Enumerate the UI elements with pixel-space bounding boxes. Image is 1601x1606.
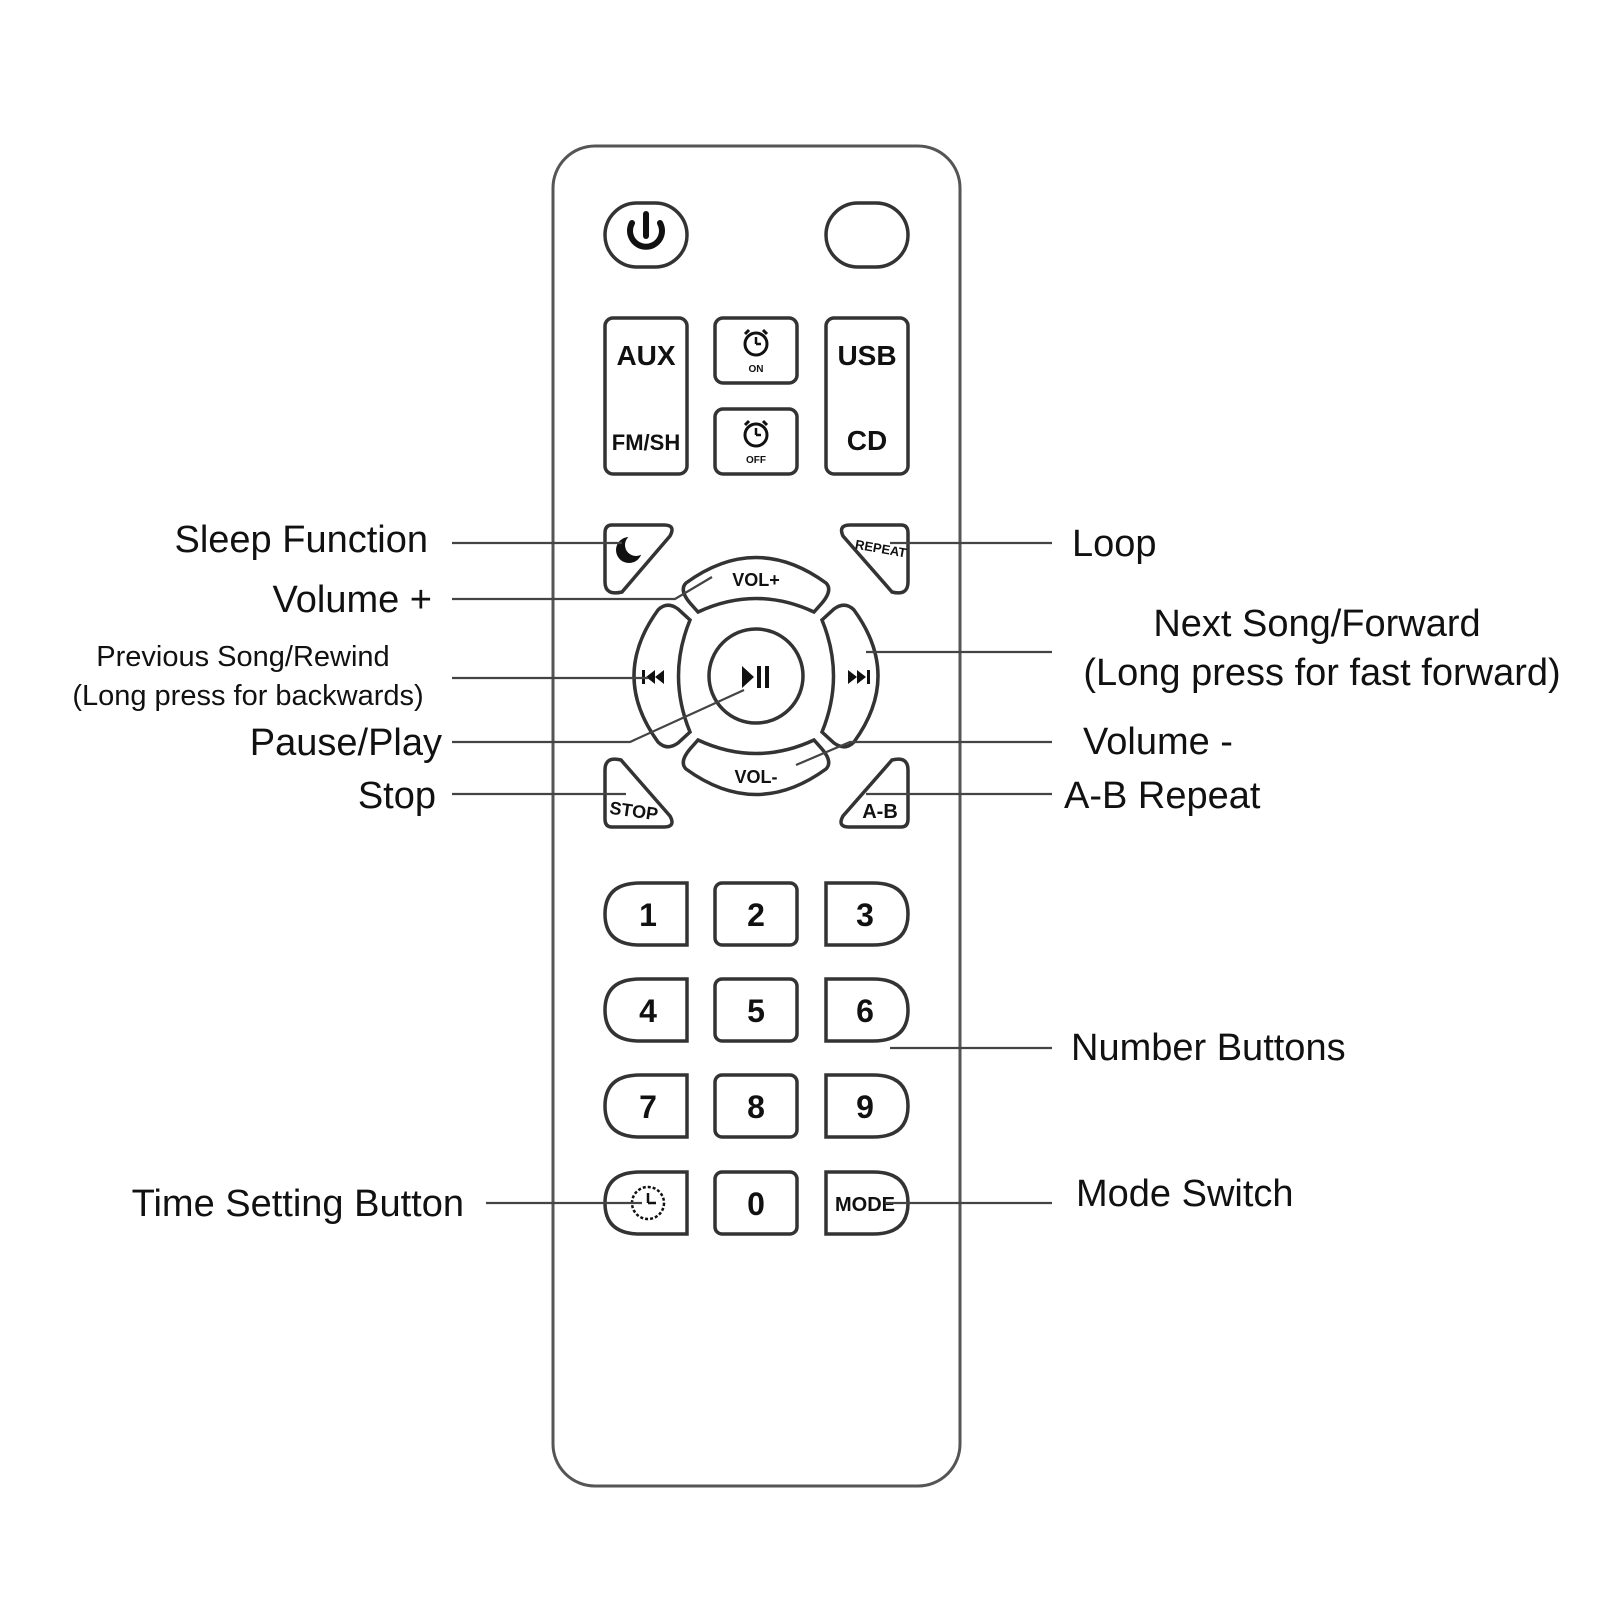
callout-number-buttons: Number Buttons: [1071, 1027, 1346, 1069]
callout-line-volume-plus: [452, 576, 713, 601]
number-key-label: 2: [747, 897, 765, 933]
stop-button[interactable]: STOP: [603, 757, 674, 829]
number-key-0[interactable]: 0: [713, 1170, 799, 1236]
next-button[interactable]: [819, 603, 880, 749]
mode-label: MODE: [835, 1194, 895, 1216]
clock-button[interactable]: [603, 1170, 689, 1236]
alarm-clock-icon: [743, 328, 769, 357]
cd-label: CD: [847, 425, 887, 456]
alarm-off-label: OFF: [746, 455, 766, 466]
alarm-on-label: ON: [749, 364, 764, 375]
number-key-1[interactable]: 1: [603, 881, 689, 947]
callout-line-pause-play: [452, 688, 745, 744]
power-icon: [627, 211, 665, 250]
callout-next-song-line2: (Long press for fast forward): [1083, 652, 1560, 694]
callout-previous-song-line1: Previous Song/Rewind: [96, 641, 389, 673]
callout-ab-repeat: A-B Repeat: [1064, 775, 1261, 817]
vol-plus-label: VOL+: [732, 570, 780, 590]
previous-button[interactable]: [632, 603, 693, 749]
number-key-label: 5: [747, 993, 765, 1029]
number-key-label: 0: [747, 1186, 765, 1222]
number-key-2[interactable]: 2: [713, 881, 799, 947]
vol-minus-label: VOL-: [735, 767, 778, 787]
callout-sleep-function: Sleep Function: [175, 519, 429, 561]
callout-previous-song-line2: (Long press for backwards): [72, 680, 423, 712]
mode-button[interactable]: MODE: [824, 1170, 910, 1236]
blank-button[interactable]: [824, 201, 910, 269]
number-key-3[interactable]: 3: [824, 881, 910, 947]
number-key-label: 7: [639, 1089, 657, 1125]
power-button[interactable]: [603, 201, 689, 269]
usb-cd-button[interactable]: USB CD: [824, 316, 910, 476]
alarm-off-button[interactable]: OFF: [713, 407, 799, 476]
play-pause-button[interactable]: [707, 627, 805, 725]
number-key-4[interactable]: 4: [603, 977, 689, 1043]
callout-volume-minus: Volume -: [1083, 721, 1233, 763]
vol-plus-button[interactable]: VOL+: [681, 555, 831, 615]
number-key-label: 3: [856, 897, 874, 933]
callout-volume-plus: Volume +: [273, 579, 433, 621]
number-key-label: 8: [747, 1089, 765, 1125]
vol-minus-button[interactable]: VOL-: [681, 737, 831, 797]
skip-next-icon: [848, 670, 870, 684]
number-key-label: 1: [639, 897, 657, 933]
number-key-5[interactable]: 5: [713, 977, 799, 1043]
number-key-label: 4: [639, 993, 657, 1029]
callout-stop: Stop: [358, 775, 436, 817]
moon-icon: [616, 534, 647, 563]
number-key-label: 9: [856, 1089, 874, 1125]
number-key-8[interactable]: 8: [713, 1073, 799, 1139]
number-key-7[interactable]: 7: [603, 1073, 689, 1139]
alarm-clock-icon: [743, 419, 769, 448]
callout-lines: [452, 541, 1052, 1205]
callout-time-setting: Time Setting Button: [132, 1183, 464, 1225]
clock-icon: [630, 1185, 666, 1221]
alarm-on-button[interactable]: ON: [713, 316, 799, 385]
callout-line-volume-minus: [795, 740, 1052, 767]
number-keypad: 1 2 3 4 5 6 7 8: [603, 881, 910, 1236]
aux-fm-button[interactable]: AUX FM/SH: [603, 316, 689, 476]
callout-mode-switch: Mode Switch: [1076, 1173, 1294, 1215]
remote-body: [551, 144, 962, 1488]
number-key-9[interactable]: 9: [824, 1073, 910, 1139]
play-pause-icon: [742, 666, 769, 688]
number-key-6[interactable]: 6: [824, 977, 910, 1043]
callout-next-song-line1: Next Song/Forward: [1153, 603, 1480, 645]
fm-sh-label: FM/SH: [612, 430, 680, 455]
usb-label: USB: [837, 340, 896, 371]
ab-label: A-B: [862, 801, 898, 823]
callout-loop: Loop: [1072, 523, 1157, 565]
callout-pause-play: Pause/Play: [250, 722, 442, 764]
aux-label: AUX: [616, 340, 675, 371]
number-key-label: 6: [856, 993, 874, 1029]
